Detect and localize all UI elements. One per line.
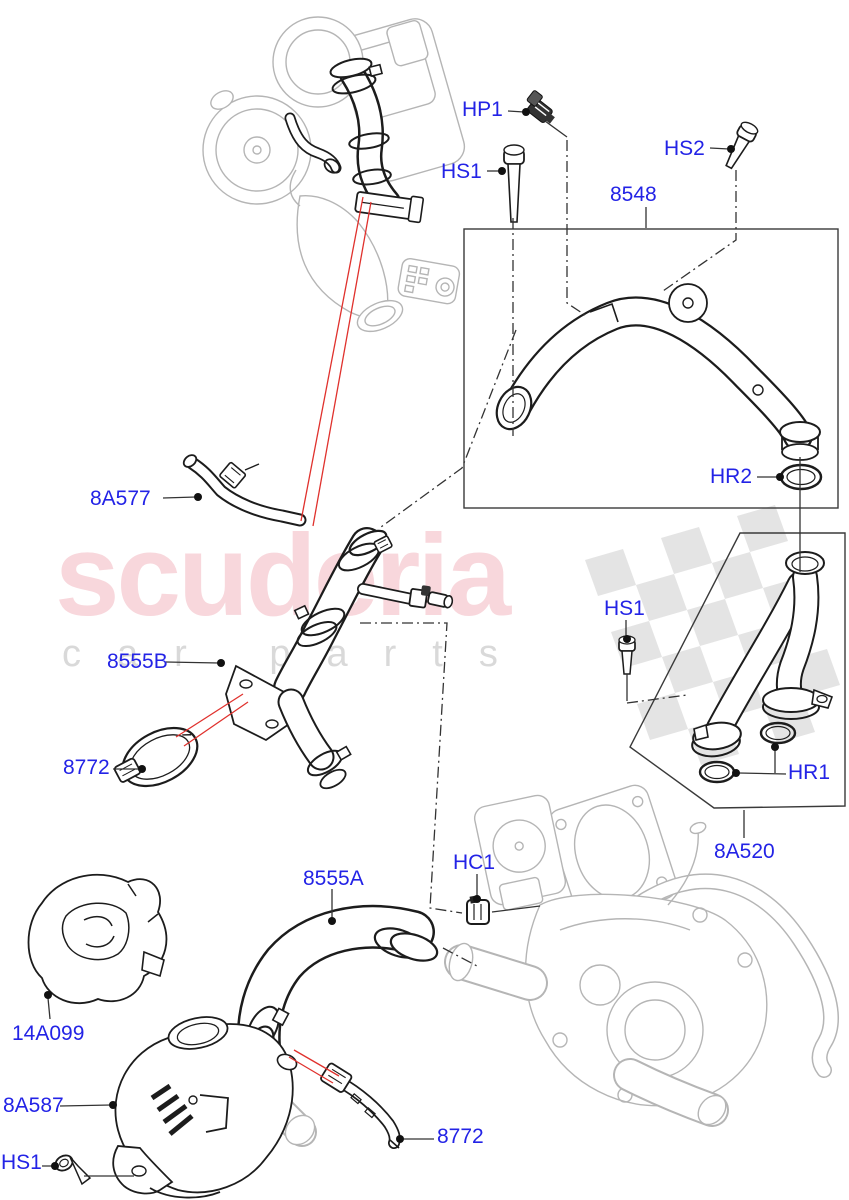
- part-label-8a587[interactable]: 8A587: [3, 1094, 64, 1117]
- part-label-hr2[interactable]: HR2: [710, 465, 753, 488]
- part-label-14a099[interactable]: 14A099: [12, 1022, 85, 1045]
- part-label-hs1-top[interactable]: HS1: [441, 160, 482, 183]
- drawing-8555b-pipe: [225, 526, 454, 790]
- drawing-hp1-sensor: [526, 90, 555, 124]
- drawing-hr2-oring: [779, 463, 823, 491]
- red-reference-lines: [175, 196, 372, 1084]
- drawing-14a099-cover: [27, 873, 168, 1004]
- part-label-hr1[interactable]: HR1: [788, 761, 831, 784]
- drawing-8772-clamp-bottom: [320, 1062, 401, 1149]
- drawing-8548-pipe: [495, 283, 821, 461]
- drawing-8772-clamp-left: [113, 726, 199, 788]
- part-label-hs2[interactable]: HS2: [664, 137, 705, 160]
- drawing-8a520-pipe: [691, 551, 834, 758]
- part-label-8a520[interactable]: 8A520: [714, 840, 775, 863]
- callout-box-8a520: [629, 532, 846, 809]
- drawing-hs1-bolt-top: [503, 144, 525, 223]
- engine-assembly-top-drawing: [202, 16, 466, 333]
- part-label-hc1[interactable]: HC1: [453, 851, 496, 874]
- part-label-8772-bottom[interactable]: 8772: [437, 1125, 484, 1148]
- drawing-hs2-bolt: [725, 121, 759, 170]
- drawing-8a577-hose: [182, 454, 300, 520]
- part-label-8772-left[interactable]: 8772: [63, 756, 110, 779]
- part-label-8555a[interactable]: 8555A: [303, 867, 364, 890]
- part-label-hs1-right[interactable]: HS1: [604, 597, 645, 620]
- callout-box-8548: [463, 228, 839, 509]
- water-pump-assembly-drawing: [215, 784, 831, 1147]
- part-label-hp1[interactable]: HP1: [462, 98, 503, 121]
- part-label-hs1-bottom[interactable]: HS1: [1, 1151, 42, 1174]
- drawing-8a587-thermostat: [112, 1016, 298, 1199]
- watermark-subtext: car parts: [62, 633, 534, 675]
- watermark-brand-text: scuderia: [55, 510, 511, 640]
- leader-lines: [42, 108, 801, 1177]
- part-label-8548[interactable]: 8548: [610, 183, 657, 206]
- part-label-8a577[interactable]: 8A577: [90, 487, 151, 510]
- installed-pipe-drawing-top: [290, 57, 425, 224]
- part-label-8555b[interactable]: 8555B: [107, 650, 168, 673]
